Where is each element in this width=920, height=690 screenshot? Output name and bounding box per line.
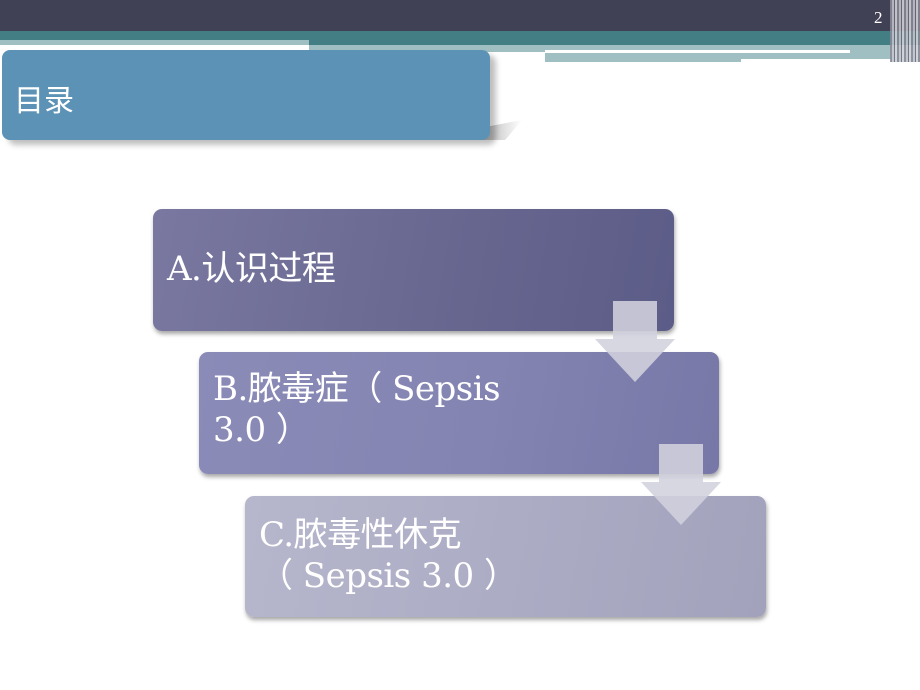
- down-arrow-icon: [641, 444, 721, 525]
- flow-step-a: A.认识过程: [153, 209, 674, 331]
- flow-step-c-line2: （ Sepsis 3.0 ）: [259, 556, 518, 596]
- header-bar: [0, 0, 920, 31]
- flow-step-b-line2: 3.0 ）: [213, 410, 310, 450]
- arrow-shaft: [613, 301, 657, 339]
- slide-title: 目录: [14, 84, 74, 119]
- flow-step-c-label: C.脓毒性休克 （ Sepsis 3.0 ）: [259, 515, 518, 597]
- arrow-head: [641, 482, 721, 525]
- arrow-head: [595, 339, 675, 382]
- header-light-band-left: [0, 40, 309, 45]
- flow-step-b-label: B.脓毒症（ Sepsis 3.0 ）: [213, 369, 501, 451]
- title-box: [2, 50, 490, 140]
- header-divider-line-right: [545, 50, 850, 53]
- header-stripes-decoration: [890, 0, 920, 62]
- flow-step-b-line1: B.脓毒症（ Sepsis: [213, 369, 501, 409]
- flow-step-a-label: A.认识过程: [167, 249, 336, 289]
- arrow-shaft: [659, 444, 703, 482]
- header-light-band-right: [545, 45, 920, 62]
- page-number: 2: [874, 8, 883, 27]
- header-divider-line-lower: [741, 59, 891, 62]
- flow-step-c-line1: C.脓毒性休克: [259, 515, 462, 555]
- down-arrow-icon: [595, 301, 675, 382]
